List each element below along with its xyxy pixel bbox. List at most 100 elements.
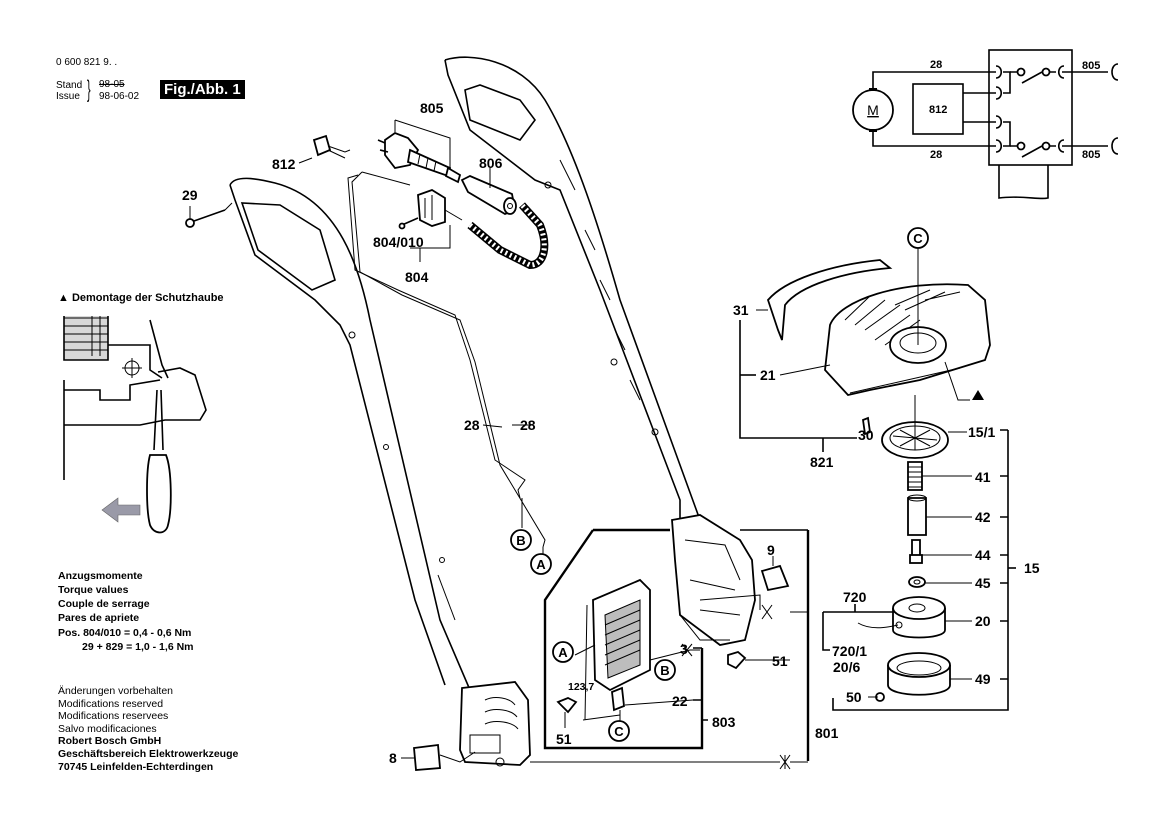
brace: } — [87, 76, 91, 103]
wiring-schematic — [852, 49, 1119, 200]
part-label-9: 9 — [767, 542, 775, 558]
old-date: 98-05 — [99, 79, 125, 90]
triangle-marker-icon — [972, 390, 984, 400]
ref-circle-C-guard: C — [907, 227, 929, 249]
footer-note: Modifications reserved — [58, 697, 164, 710]
ref-label-C: C — [913, 231, 923, 246]
ref-label-A: A — [536, 557, 546, 572]
rubber-pad-51-b — [727, 650, 747, 670]
ref-circle-A: A — [530, 553, 552, 575]
part-label-821: 821 — [810, 454, 834, 470]
washer-45 — [908, 576, 926, 588]
part-label-29: 29 — [182, 187, 198, 203]
spool-housing-49 — [887, 652, 951, 696]
sleeve-42 — [907, 497, 927, 536]
ref-label-A: A — [558, 645, 568, 660]
cross-mark — [681, 604, 791, 770]
triangle-icon: ▲ — [58, 292, 69, 304]
part-label-812: 812 — [272, 156, 296, 172]
cable-grommet-806 — [460, 175, 517, 216]
torque-line: Torque values — [58, 584, 129, 596]
issue-label: Issue — [56, 91, 80, 102]
part-label-801: 801 — [815, 725, 839, 741]
part-label-28a: 28 — [464, 417, 480, 433]
torque-line: Couple de serrage — [58, 598, 150, 610]
schematic-cord-bottom: 805 — [1082, 149, 1100, 161]
part-number: 0 600 821 9. . — [56, 57, 118, 68]
part-label-720: 720 — [843, 589, 867, 605]
part-label-21: 21 — [760, 367, 776, 383]
part-label-804-010: 804/010 — [373, 234, 424, 250]
motor-assembly-frame-803 — [543, 528, 810, 761]
footer-note: Änderungen vorbehalten — [58, 685, 174, 697]
schematic-wire-top: 28 — [930, 59, 942, 71]
ref-circle-C-motor: C — [608, 720, 630, 742]
ref-circle-B-motor: B — [654, 659, 676, 681]
part-label-49: 49 — [975, 671, 991, 687]
part-label-45: 45 — [975, 575, 991, 591]
internal-wiring-28 — [347, 171, 546, 548]
spool-20 — [857, 596, 946, 639]
cable-sleeve — [467, 202, 549, 270]
electronic-module-812 — [312, 134, 351, 159]
part-label-20-6: 20/6 — [833, 659, 860, 675]
part-label-51-right: 51 — [772, 653, 788, 669]
company-address: 70745 Leinfelden-Echterdingen — [58, 761, 214, 773]
part-label-8: 8 — [389, 750, 397, 766]
module-812-symbol — [912, 83, 964, 135]
part-label-15: 15 — [1024, 560, 1040, 576]
part-label-44: 44 — [975, 547, 991, 563]
footer-note: Salvo modificaciones — [58, 722, 157, 735]
figure-label: Fig./Abb. 1 — [160, 80, 245, 99]
part-label-28b: 28 — [520, 417, 536, 433]
schematic-cord-top: 805 — [1082, 60, 1100, 72]
part-label-15-1: 15/1 — [968, 424, 995, 440]
part-label-805: 805 — [420, 100, 444, 116]
part-label-50: 50 — [846, 689, 862, 705]
screw-29 — [185, 202, 233, 228]
rubber-pad-51 — [556, 697, 578, 714]
ref-circle-A-motor: A — [552, 641, 574, 663]
schematic-module-label: 812 — [929, 104, 947, 116]
part-label-3: 3 — [680, 641, 688, 657]
part-label-30: 30 — [858, 427, 874, 443]
guard-hood-21 — [766, 259, 991, 396]
direction-arrow-icon — [101, 497, 141, 523]
part-label-804: 804 — [405, 269, 429, 285]
schematic-wire-bottom: 28 — [930, 149, 942, 161]
company-name: Robert Bosch GmbH — [58, 735, 162, 747]
torque-spec-2: 29 + 829 = 1,0 - 1,6 Nm — [82, 641, 194, 653]
part-label-720-1: 720/1 — [832, 643, 867, 659]
shaft-housing-left — [229, 177, 531, 767]
part-label-20: 20 — [975, 613, 991, 629]
part-label-51-left: 51 — [556, 731, 572, 747]
issue-date: 98-06-02 — [99, 91, 140, 102]
part-label-806: 806 — [479, 155, 503, 171]
company-division: Geschäftsbereich Elektrowerkzeuge — [58, 748, 239, 760]
disassembly-title-text: Demontage der Schutzhaube — [71, 292, 224, 304]
ref-circle-B: B — [510, 529, 532, 551]
switch-804 — [398, 189, 463, 230]
label-plate-8 — [413, 743, 441, 771]
clip-30 — [862, 416, 871, 436]
footer-note: Modifications reservees — [58, 710, 169, 722]
torque-block: Anzugsmomente Torque values Couple de se… — [58, 569, 194, 654]
part-label-41: 41 — [975, 469, 991, 485]
schematic-motor-label: M — [867, 102, 879, 118]
assembly-brackets — [739, 320, 1016, 711]
ref-label-B: B — [660, 663, 669, 678]
shaft-housing-right — [444, 56, 761, 646]
part-label-31: 31 — [733, 302, 749, 318]
footer-block: Änderungen vorbehalten Modifications res… — [58, 685, 238, 774]
power-cable-805 — [377, 131, 462, 184]
stand-label: Stand — [56, 80, 83, 91]
label-plate-9 — [760, 564, 790, 592]
part-label-22: 22 — [672, 693, 688, 709]
motor-22 — [582, 578, 651, 721]
part-label-42: 42 — [975, 509, 991, 525]
leader-lines — [189, 119, 972, 728]
torque-line: Anzugsmomente — [58, 570, 143, 582]
torque-line: Pares de apriete — [58, 612, 140, 624]
part-label-803: 803 — [712, 714, 736, 730]
